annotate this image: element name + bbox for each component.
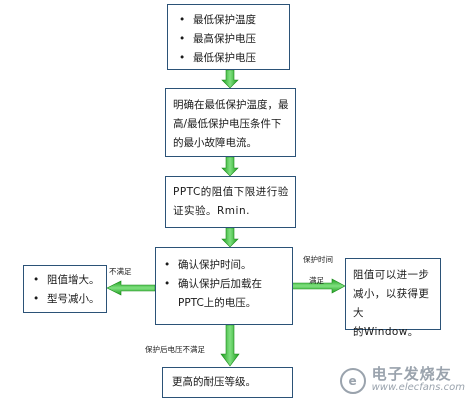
- box3-line: PPTC的阻值下限进行验: [173, 186, 289, 198]
- right-line: 阻值可以进一步: [353, 269, 430, 281]
- arrow-box1-to-box2: [221, 69, 239, 89]
- unsatisfied-list: 阻值增大。 型号减小。: [33, 271, 106, 309]
- box3-line: 证实验。Rmin.: [173, 205, 250, 217]
- arrow-box4-to-bottom: [220, 324, 240, 367]
- param-item: 最高保护电压: [179, 30, 289, 49]
- bottom-text: 更高的耐压等级。: [172, 376, 256, 388]
- protection-params-list: 最低保护温度 最高保护电压 最低保护电压: [179, 11, 289, 68]
- box-satisfied-result: 阻值可以进一步 减小，以获得更大 的Window。: [345, 258, 441, 338]
- arrow-box2-to-box3: [221, 156, 239, 177]
- box-protection-params: 最低保护温度 最高保护电压 最低保护电压: [167, 4, 290, 70]
- box-min-fault-current: 明确在最低保护温度，最 高/最低保护电压条件下 的最小故障电流。: [165, 88, 296, 157]
- box-rmin-verification: PPTC的阻值下限进行验 证实验。Rmin.: [165, 176, 296, 228]
- confirm-item: 确认保护后加载在PPTC上的电压。: [164, 275, 286, 313]
- confirm-list: 确认保护时间。 确认保护后加载在PPTC上的电压。: [164, 256, 286, 313]
- param-item: 最低保护电压: [179, 49, 289, 68]
- label-voltage-not-satisfied: 保护后电压不满足: [145, 345, 205, 354]
- label-protection-time: 保护时间: [303, 255, 333, 264]
- box2-line: 高/最低保护电压条件下: [173, 118, 282, 130]
- box-unsatisfied-result: 阻值增大。 型号减小。: [23, 265, 107, 313]
- watermark-text: 电子发烧友 www.elecfans.com: [372, 367, 465, 395]
- arrow-box3-to-box4: [221, 227, 239, 248]
- box-confirm-protection: 确认保护时间。 确认保护后加载在PPTC上的电压。: [155, 247, 293, 325]
- box-higher-voltage-rating: 更高的耐压等级。: [162, 367, 293, 398]
- watermark-url: www.elecfans.com: [371, 382, 465, 393]
- watermark: e 电子发烧友 www.elecfans.com: [339, 367, 465, 395]
- arrow-box4-to-right: [291, 278, 346, 294]
- unsatisfied-item: 型号减小。: [33, 290, 106, 309]
- unsatisfied-item: 阻值增大。: [33, 271, 106, 290]
- param-item: 最低保护温度: [179, 11, 289, 30]
- label-satisfied: 满足: [309, 276, 324, 285]
- right-line: 减小，以获得更大: [353, 288, 430, 319]
- arrow-box4-to-left: [106, 280, 156, 296]
- watermark-cn: 电子发烧友: [371, 365, 452, 383]
- confirm-item: 确认保护时间。: [164, 256, 286, 275]
- right-line: 的Window。: [353, 326, 419, 338]
- watermark-logo-icon: e: [339, 368, 366, 394]
- label-not-satisfied: 不满足: [109, 267, 132, 276]
- box2-line: 明确在最低保护温度，最: [173, 99, 289, 111]
- box2-line: 的最小故障电流。: [173, 137, 257, 149]
